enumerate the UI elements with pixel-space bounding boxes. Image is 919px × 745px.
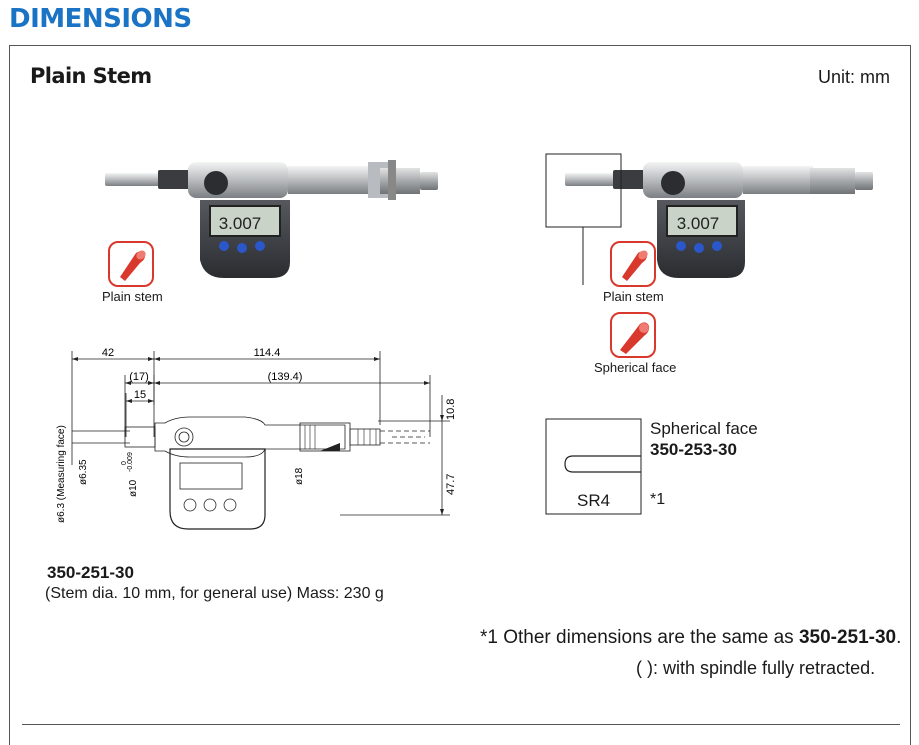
spherical-face-detail bbox=[545, 418, 642, 515]
content-frame bbox=[9, 45, 911, 745]
plain-stem-label-right: Plain stem bbox=[603, 289, 664, 304]
footnote-mark: *1 bbox=[650, 491, 666, 508]
page-heading: DIMENSIONS bbox=[9, 4, 192, 34]
model-description-plain: (Stem dia. 10 mm, for general use) Mass:… bbox=[45, 585, 384, 602]
lcd-reading-left: 3.007 bbox=[219, 214, 262, 233]
dimension-drawing: 42 114.4 (17) (139.4) 15 10.8 47.7 ø6.3 … bbox=[56, 347, 457, 530]
footnote-1: *1 Other dimensions are the same as 350-… bbox=[480, 627, 901, 649]
footnote-retracted: ( ): with spindle fully retracted. bbox=[636, 658, 876, 678]
dim-phi-6-3: ø6.3 (Measuring face) bbox=[56, 425, 67, 523]
lcd-reading-right: 3.007 bbox=[677, 214, 720, 233]
plain-stem-icon-right bbox=[610, 241, 656, 287]
sphere-radius-label: SR4 bbox=[577, 491, 611, 510]
dim-10-8: 10.8 bbox=[445, 399, 457, 420]
dim-phi-6-35: ø6.35 bbox=[78, 459, 89, 485]
dim-15: 15 bbox=[134, 389, 146, 401]
spherical-title: Spherical face bbox=[650, 419, 758, 438]
footnote-1-prefix: *1 Other dimensions are the same as bbox=[480, 627, 799, 648]
dim-114-4: 114.4 bbox=[254, 347, 281, 359]
unit-label: Unit: mm bbox=[818, 67, 890, 87]
footnote-1-model: 350-251-30 bbox=[798, 627, 897, 648]
dim-phi-10-tol-upper: 0 bbox=[121, 461, 128, 465]
dim-17: (17) bbox=[129, 371, 149, 383]
dim-phi-10-tol-lower: -0.009 bbox=[127, 452, 134, 472]
dim-phi-10: ø10 bbox=[128, 479, 139, 497]
bottom-divider bbox=[22, 724, 900, 725]
model-code-plain: 350-251-30 bbox=[47, 563, 134, 582]
micrometer-photo-left: 3.007 bbox=[105, 160, 438, 278]
plain-stem-label: Plain stem bbox=[102, 289, 163, 304]
dim-phi-18: ø18 bbox=[294, 467, 305, 485]
plain-stem-icon bbox=[108, 241, 154, 287]
section-title: Plain Stem bbox=[30, 64, 152, 88]
spherical-model-code: 350-253-30 bbox=[650, 440, 737, 459]
spherical-face-icon bbox=[610, 312, 656, 358]
dim-47-7: 47.7 bbox=[445, 474, 457, 495]
spherical-face-label: Spherical face bbox=[594, 360, 677, 375]
dim-42: 42 bbox=[102, 347, 114, 359]
dim-139-4: (139.4) bbox=[268, 371, 303, 383]
micrometer-photo-right: 3.007 bbox=[545, 153, 873, 285]
footnote-1-suffix: . bbox=[896, 627, 902, 648]
